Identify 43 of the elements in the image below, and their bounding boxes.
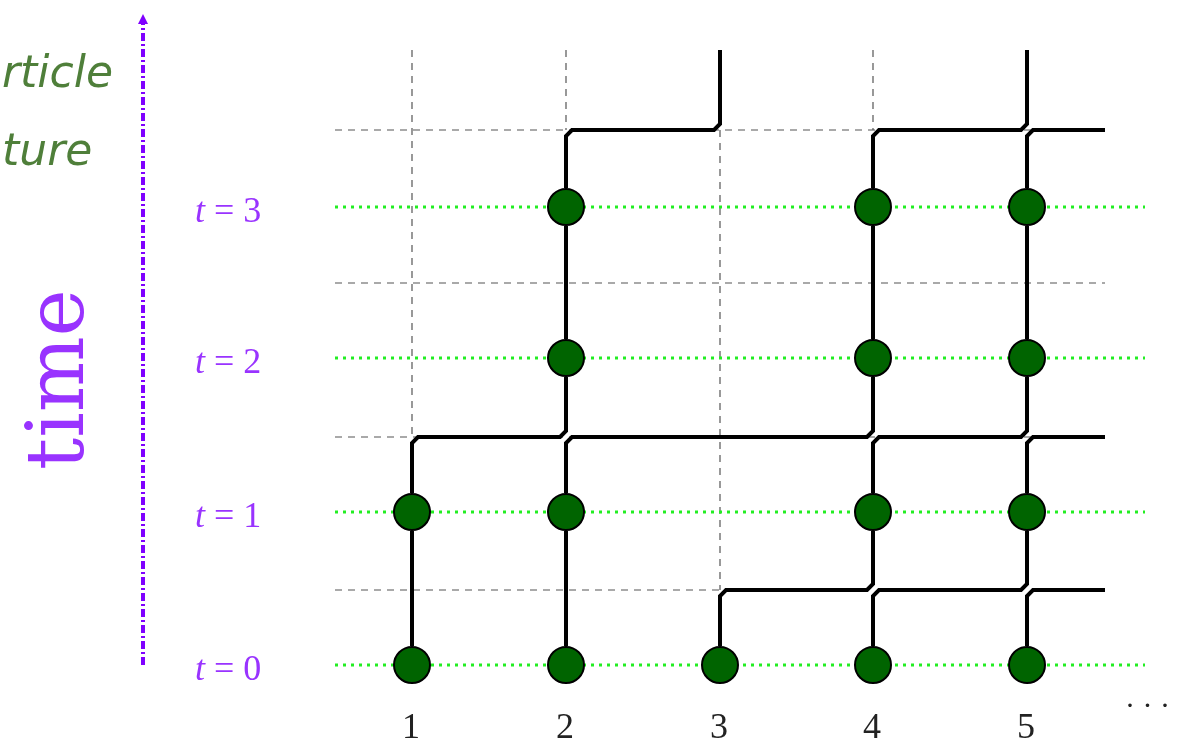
particle-dot	[1008, 493, 1046, 531]
particle-dot	[393, 493, 431, 531]
time-label: t = 3	[195, 192, 262, 228]
world-line	[564, 50, 722, 188]
particle-dot	[1008, 339, 1046, 377]
world-line	[1025, 588, 1105, 646]
particle-dot	[701, 646, 739, 684]
particle-dot	[547, 493, 585, 531]
site-number: 3	[710, 708, 728, 744]
particle-dot	[854, 493, 892, 531]
ellipsis: · · ·	[1125, 690, 1170, 720]
world-line	[410, 377, 568, 493]
time-label: t = 2	[195, 343, 262, 379]
site-number: 5	[1017, 708, 1035, 744]
particle-dot	[547, 646, 585, 684]
axis-title: time	[16, 289, 96, 470]
world-line	[1025, 435, 1105, 493]
world-line	[564, 531, 568, 646]
particle-dot	[854, 646, 892, 684]
world-line	[1025, 128, 1105, 188]
time-label: t = 0	[195, 650, 262, 686]
handwritten-text: ture	[2, 128, 93, 172]
world-line	[564, 377, 875, 493]
world-line	[871, 377, 1029, 493]
time-label: t = 1	[195, 497, 262, 533]
particle-dot	[393, 646, 431, 684]
world-line	[1025, 226, 1029, 339]
world-line	[871, 226, 875, 339]
world-line	[871, 531, 1029, 646]
handwritten-text: rticle	[2, 50, 114, 94]
particle-dot	[547, 188, 585, 226]
particle-dot	[854, 188, 892, 226]
particle-dot	[1008, 646, 1046, 684]
site-number: 1	[402, 708, 420, 744]
site-number: 2	[556, 708, 574, 744]
world-line	[410, 531, 414, 646]
particle-dot	[854, 339, 892, 377]
world-line	[718, 531, 875, 646]
world-line	[871, 50, 1029, 188]
site-number: 4	[863, 708, 881, 744]
world-line	[564, 226, 568, 339]
particle-dot	[547, 339, 585, 377]
particle-dot	[1008, 188, 1046, 226]
